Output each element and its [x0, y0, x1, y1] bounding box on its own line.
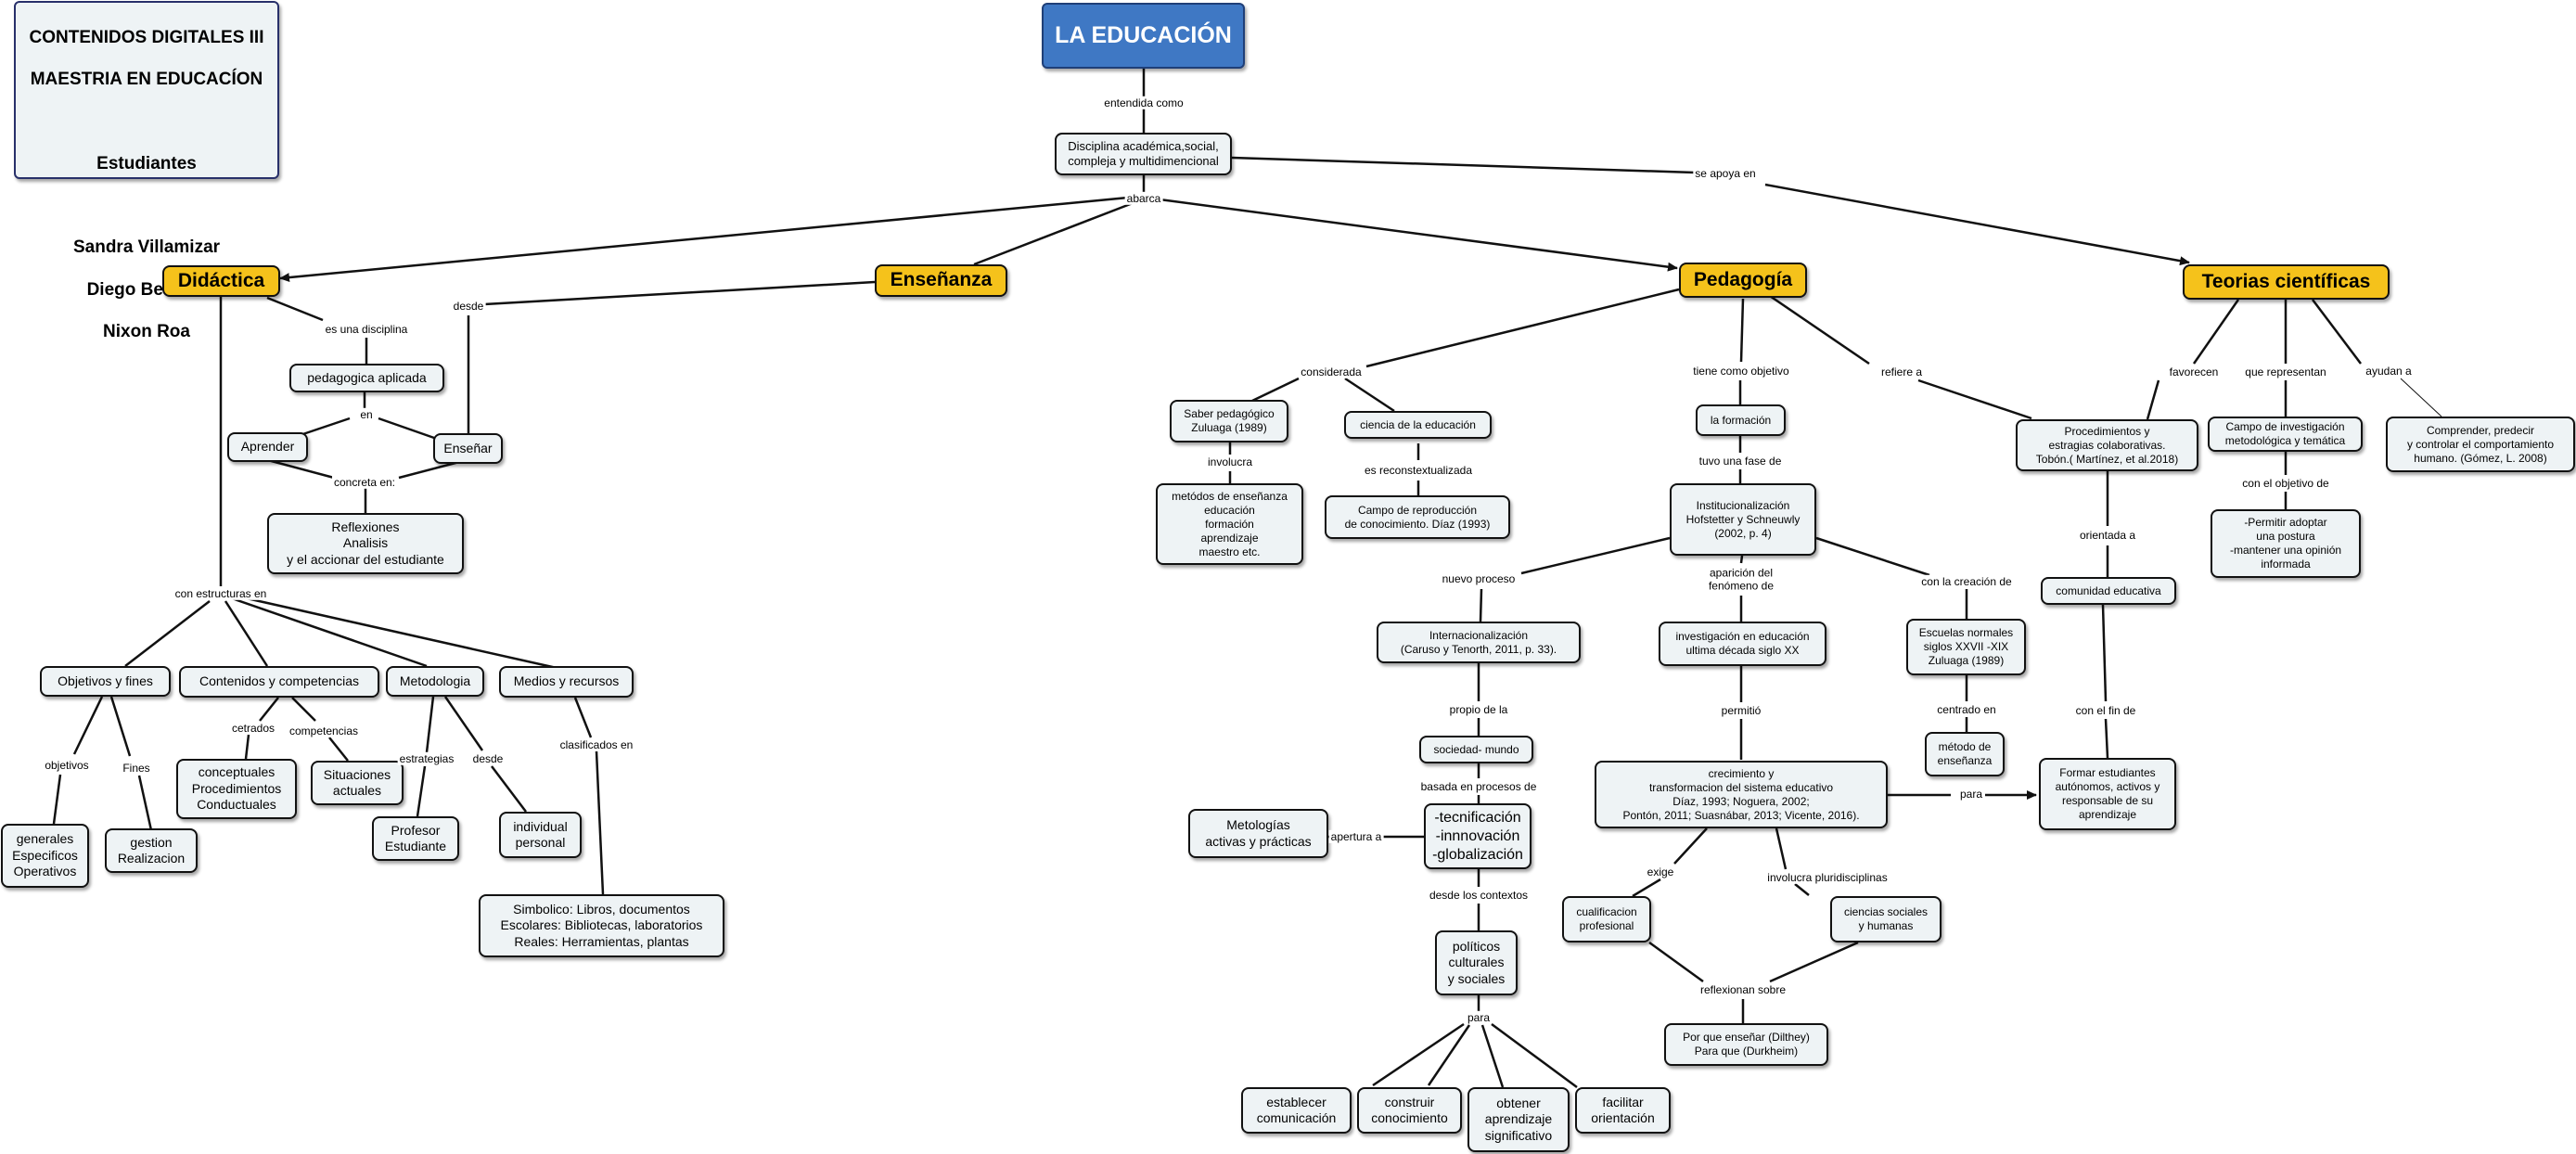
link-label: desde — [451, 299, 486, 314]
link-label: refiere a — [1878, 365, 1925, 379]
node-metodologia[interactable]: Metodologia — [386, 666, 484, 697]
node-saber-pedagogico[interactable]: Saber pedagógico Zuluaga (1989) — [1170, 400, 1288, 442]
node-ensenar[interactable]: Enseñar — [433, 433, 503, 464]
node-formar-estudiantes[interactable]: Formar estudiantes autónomos, activos y … — [2039, 758, 2176, 830]
link-label: objetivos — [43, 758, 91, 773]
node-medios-y-recursos[interactable]: Medios y recursos — [499, 666, 634, 698]
link-label: centrado en — [1935, 702, 1998, 717]
link-label: para — [1957, 787, 1985, 801]
node-internacionalizacion[interactable]: Internacionalización (Caruso y Tenorth, … — [1377, 622, 1581, 663]
link-label: para — [1465, 1010, 1493, 1025]
node-investigacion[interactable]: investigación en educación ultima década… — [1659, 622, 1826, 666]
link-label: exige — [1645, 865, 1676, 879]
link-label: con el fin de — [2073, 703, 2138, 718]
link-label: tuvo una fase de — [1697, 454, 1784, 468]
node-tecnificacion[interactable]: -tecnificación -innnovación -globalizaci… — [1424, 803, 1532, 869]
node-procedimientos-colaborativas[interactable]: Procedimientos y estragias colaborativas… — [2016, 419, 2198, 471]
node-comprender-predecir[interactable]: Comprender, predecir y controlar el comp… — [2386, 417, 2575, 472]
node-ensenanza[interactable]: Enseñanza — [875, 264, 1007, 297]
node-objetivos-y-fines[interactable]: Objetivos y fines — [40, 666, 171, 697]
node-establecer-comunicacion[interactable]: establecer comunicación — [1241, 1087, 1352, 1134]
node-por-que-ensenar[interactable]: Por que enseñar (Dilthey) Para que (Durk… — [1664, 1023, 1828, 1066]
node-metodo-de-ensenanza[interactable]: método de enseñanza — [1925, 732, 2005, 776]
node-aprender[interactable]: Aprender — [227, 432, 308, 462]
link-label: Fines — [121, 761, 152, 776]
node-ciencia-de-la-educacion[interactable]: ciencia de la educación — [1344, 411, 1492, 439]
node-campo-investigacion[interactable]: Campo de investigación metodológica y te… — [2208, 417, 2363, 452]
node-profesor-estudiante[interactable]: Profesor Estudiante — [372, 816, 459, 861]
link-label: es una disciplina — [323, 322, 410, 337]
node-teorias-cientificas[interactable]: Teorias científicas — [2183, 264, 2390, 300]
node-escuelas-normales[interactable]: Escuelas normales siglos XXVII -XIX Zulu… — [1906, 619, 2026, 675]
link-label: propio de la — [1447, 702, 1510, 717]
link-label: aparición del fenómeno de — [1706, 566, 1776, 594]
node-generales[interactable]: generales Especificos Operativos — [1, 824, 89, 888]
node-comunidad-educativa[interactable]: comunidad educativa — [2041, 577, 2176, 605]
header-title-line1: CONTENIDOS DIGITALES III — [29, 27, 264, 47]
link-label: en — [358, 407, 375, 422]
node-la-formacion[interactable]: la formación — [1696, 404, 1786, 436]
student-name: Nixon Roa — [103, 322, 190, 342]
link-label: favorecen — [2167, 365, 2221, 379]
link-label: basada en procesos de — [1418, 779, 1539, 794]
node-reflexiones[interactable]: Reflexiones Analisis y el accionar del e… — [267, 513, 464, 574]
node-metodos-de-ensenanza[interactable]: metódos de enseñanza educación formación… — [1156, 483, 1303, 565]
node-crecimiento[interactable]: crecimiento y transformacion del sistema… — [1595, 761, 1888, 828]
node-campo-reproduccion[interactable]: Campo de reproducción de conocimiento. D… — [1325, 495, 1510, 539]
node-cualificacion-profesional[interactable]: cualificacion profesional — [1562, 896, 1651, 942]
student-name: Sandra Villamizar — [72, 237, 221, 258]
header-info-box: CONTENIDOS DIGITALES III MAESTRIA EN EDU… — [14, 1, 279, 341]
link-label: con la creación de — [1919, 574, 2014, 589]
node-didactica[interactable]: Didáctica — [162, 265, 280, 297]
link-label: nuevo proceso — [1440, 571, 1518, 586]
link-label: involucra — [1205, 455, 1255, 469]
header-title-line2: MAESTRIA EN EDUCACÍON — [30, 70, 263, 90]
node-disciplina[interactable]: Disciplina académica,social, compleja y … — [1055, 133, 1232, 175]
link-label: desde — [470, 751, 506, 766]
header-subtitle: Estudiantes — [96, 153, 197, 173]
node-sociedad-mundo[interactable]: sociedad- mundo — [1419, 736, 1533, 763]
link-label: apertura a — [1328, 829, 1384, 844]
node-politicos-culturales[interactable]: políticos culturales y sociales — [1435, 930, 1518, 995]
node-pedagogica-aplicada[interactable]: pedagogica aplicada — [289, 364, 444, 392]
node-situaciones-actuales[interactable]: Situaciones actuales — [311, 761, 404, 805]
link-label: con estructuras en — [173, 586, 269, 601]
link-label: desde los contextos — [1427, 888, 1531, 903]
link-label: cetrados — [229, 721, 277, 736]
link-label: permitió — [1719, 703, 1763, 718]
node-la-educacion[interactable]: LA EDUCACIÓN — [1042, 3, 1245, 69]
link-label: competencias — [287, 724, 361, 738]
node-construir-conocimiento[interactable]: construir conocimiento — [1357, 1087, 1462, 1134]
node-contenidos-y-competencias[interactable]: Contenidos y competencias — [179, 666, 379, 698]
link-label: abarca — [1124, 191, 1163, 206]
node-institucionalizacion[interactable]: Institucionalización Hofstetter y Schneu… — [1670, 483, 1816, 556]
link-label: considerada — [1299, 365, 1364, 379]
link-label: reflexionan sobre — [1698, 982, 1788, 997]
node-metologias-activas[interactable]: Metologías activas y prácticas — [1188, 809, 1328, 858]
node-obtener-aprendizaje[interactable]: obtener aprendizaje significativo — [1467, 1087, 1570, 1152]
link-label: entendida como — [1102, 96, 1185, 110]
link-label: estrategias — [397, 751, 456, 766]
node-permitir-adoptar[interactable]: -Permitir adoptar una postura -mantener … — [2211, 509, 2361, 578]
node-ciencias-sociales[interactable]: ciencias sociales y humanas — [1830, 896, 1942, 942]
link-label: ayudan a — [2364, 364, 2414, 378]
link-label: que representan — [2243, 365, 2328, 379]
link-label: involucra pluridisciplinas — [1765, 870, 1890, 885]
node-gestion[interactable]: gestion Realizacion — [105, 828, 198, 873]
link-label: concreta en: — [331, 475, 398, 490]
link-label: con el objetivo de — [2240, 476, 2331, 491]
node-facilitar-orientacion[interactable]: facilitar orientación — [1575, 1087, 1671, 1134]
link-label: orientada a — [2077, 528, 2138, 543]
link-label: es reconstextualizada — [1362, 463, 1475, 478]
node-conceptuales[interactable]: conceptuales Procedimientos Conductuales — [176, 759, 297, 819]
node-pedagogia[interactable]: Pedagogía — [1679, 263, 1807, 298]
node-individual-personal[interactable]: individual personal — [499, 812, 582, 858]
node-simbolico[interactable]: Simbolico: Libros, documentos Escolares:… — [479, 894, 724, 957]
link-label: se apoya en — [1693, 166, 1758, 181]
link-label: clasificados en — [557, 737, 635, 752]
link-label: tiene como objetivo — [1691, 364, 1791, 378]
